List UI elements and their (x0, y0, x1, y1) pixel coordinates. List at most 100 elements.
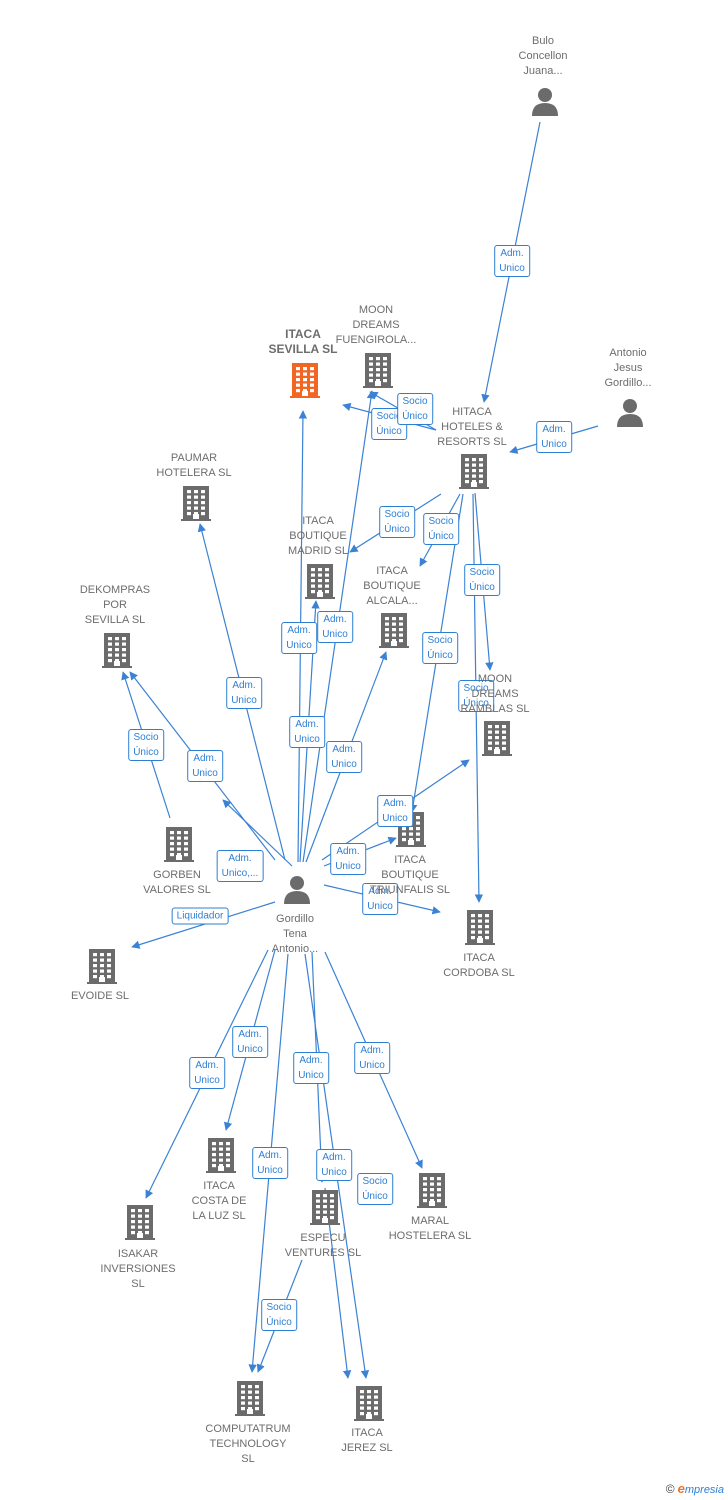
node-label-line: Antonio... (271, 943, 319, 955)
edge-label-gordillo-to-itaca_sevilla[interactable]: Adm.Unico (281, 622, 317, 654)
node-label-line: EVOIDE SL (70, 990, 130, 1002)
building-icon[interactable] (354, 1386, 384, 1421)
building-icon[interactable] (206, 1138, 236, 1173)
edge-label-line: Único (427, 650, 453, 661)
edge-label-line: Unico (192, 768, 218, 779)
person-icon[interactable] (284, 876, 310, 904)
edge-label-line: Único (463, 698, 489, 709)
edge-label-gordillo-to-itaca_alcala[interactable]: Adm.Unico (326, 741, 362, 773)
edge-label-line: Adm. (332, 744, 356, 755)
node-label-line: SL (131, 1278, 145, 1290)
edge-label-gordillo-to-moon_fuengirola[interactable]: Adm.Unico (317, 611, 353, 643)
node-label-evoide[interactable]: EVOIDE SL (71, 989, 129, 1004)
edge-label-line: Socio (266, 1302, 292, 1313)
node-label-line: MOON (358, 304, 394, 316)
node-label-line: Bulo (531, 35, 555, 47)
edge-label-line: Unico (231, 695, 257, 706)
edge-label-gordillo-to-gorben[interactable]: Adm.Unico,... (216, 850, 264, 882)
node-label-line: ITACA (351, 1427, 383, 1439)
edge-label-gordillo-to-itaca_madrid[interactable]: Adm.Unico (289, 716, 325, 748)
building-icon[interactable] (102, 633, 132, 668)
edge-label-line: Socio (133, 732, 159, 743)
edge-label-line: Único (469, 582, 495, 593)
building-icon[interactable] (482, 721, 512, 756)
edge-label-gordillo-to-itaca_costa[interactable]: Adm.Unico (232, 1026, 268, 1058)
edge-label-line: Adm. (238, 1029, 262, 1040)
building-icon[interactable] (310, 1190, 340, 1225)
node-label-line: BOUTIQUE (381, 869, 439, 881)
empresia-brand[interactable]: ©empresia (666, 1481, 724, 1496)
edge-label-gordillo-to-computatrum[interactable]: Adm.Unico (252, 1147, 288, 1179)
edge-label-line: Socio (362, 1176, 388, 1187)
edge-label-gordillo-to-evoide[interactable]: Liquidador (171, 907, 229, 925)
edge-gordillo-to-gorben (222, 799, 293, 867)
node-label-line: RAMBLAS SL (460, 703, 530, 715)
edge-label-gordillo-to-especu[interactable]: Adm.Unico (293, 1052, 329, 1084)
edge-label-gordillo-to-itaca_triunfalis[interactable]: Adm.Unico (330, 843, 366, 875)
edge-label-antonio_jesus-to-hitaca[interactable]: Adm.Unico (536, 421, 572, 453)
person-icon[interactable] (617, 399, 643, 427)
node-label-line: HITACA (452, 406, 492, 418)
person-icon[interactable] (532, 88, 558, 116)
edge-label-line: Único (384, 524, 410, 535)
building-icon[interactable] (235, 1381, 265, 1416)
building-icon[interactable] (379, 613, 409, 648)
edge-label-gordillo-to-itaca_jerez[interactable]: Adm.Unico (316, 1149, 352, 1181)
edge-label-gordillo-to-isakar[interactable]: Adm.Unico (189, 1057, 225, 1089)
edge-label-line: Socio (384, 509, 410, 520)
building-icon[interactable] (417, 1173, 447, 1208)
edge-label-line: Unico (322, 629, 348, 640)
building-icon[interactable] (465, 910, 495, 945)
edge-label-gordillo-to-maral[interactable]: Adm.Unico (354, 1042, 390, 1074)
building-icon[interactable] (459, 454, 489, 489)
edge-label-gordillo-to-itaca_cordoba[interactable]: Adm.Unico (362, 883, 398, 915)
building-icon[interactable] (164, 827, 194, 862)
building-icon[interactable] (181, 486, 211, 521)
edge-label-line: Adm. (383, 798, 407, 809)
building-icon[interactable] (290, 363, 320, 398)
edge-label-line: Único (376, 426, 402, 437)
edge-label-bulo-to-hitaca[interactable]: Adm.Unico (494, 245, 530, 277)
building-icon[interactable] (363, 353, 393, 388)
building-icon[interactable] (305, 564, 335, 599)
brand-initial: e (677, 1481, 685, 1496)
node-label-line: LA LUZ SL (192, 1210, 246, 1222)
building-icon[interactable] (87, 949, 117, 984)
building-icon[interactable] (125, 1205, 155, 1240)
edge-label-gordillo-to-dekompras[interactable]: Adm.Unico (187, 750, 223, 782)
edge-label-gordillo-to-paumar[interactable]: Adm.Unico (226, 677, 262, 709)
node-label-line: INVERSIONES (100, 1263, 176, 1275)
edge-label-gordillo-to-moon_ramblas[interactable]: Adm.Unico (377, 795, 413, 827)
node-label-line: HOTELERA SL (156, 467, 232, 479)
node-label-line: MOON (477, 673, 513, 685)
